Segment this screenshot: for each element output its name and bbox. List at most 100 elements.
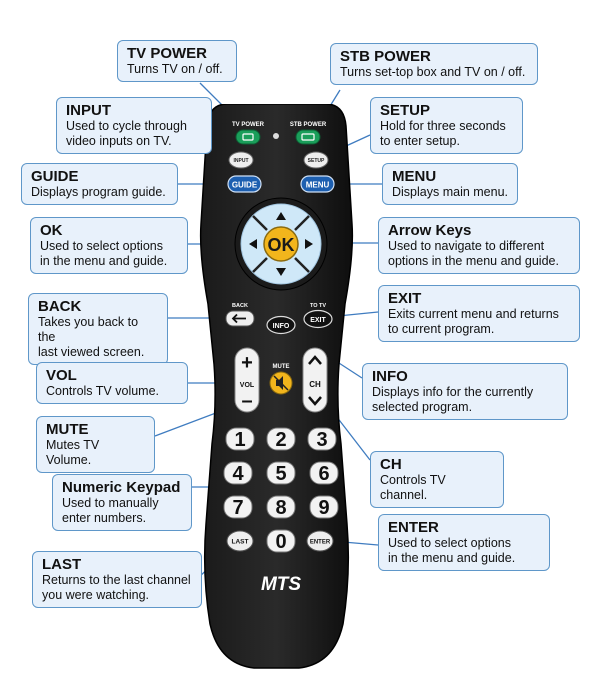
callout-ok: OK Used to select options in the menu an… xyxy=(30,217,188,274)
callout-desc: in the menu and guide. xyxy=(40,254,168,268)
callout-desc: Used to select options xyxy=(40,239,163,253)
callout-exit: EXIT Exits current menu and returns to c… xyxy=(378,285,580,342)
callout-back: BACK Takes you back to the last viewed s… xyxy=(28,293,168,365)
callout-last: LAST Returns to the last channel you wer… xyxy=(32,551,202,608)
digit-9-button[interactable] xyxy=(309,495,339,519)
callout-title: SETUP xyxy=(380,102,431,119)
setup-button[interactable] xyxy=(303,151,329,169)
digit-6-button[interactable] xyxy=(309,461,339,485)
setup-button-label: SETUP xyxy=(308,158,325,164)
callout-desc: Turns TV on / off. xyxy=(127,62,223,76)
callout-title: OK xyxy=(40,222,63,239)
digit-0-label: 0 xyxy=(275,531,286,553)
arrow-up-icon[interactable] xyxy=(276,212,286,220)
callout-desc: in the menu and guide. xyxy=(388,551,516,565)
callout-desc: Used to navigate to different xyxy=(388,239,545,253)
remote-control: TV POWER STB POWER INPUT SETUP GUIDE MEN… xyxy=(199,104,354,669)
callout-info: INFO Displays info for the currently sel… xyxy=(362,363,568,420)
callout-title: GUIDE xyxy=(31,168,79,185)
callout-title: VOL xyxy=(46,367,77,384)
callout-title: INFO xyxy=(372,368,408,385)
callout-desc: Displays main menu. xyxy=(392,185,509,199)
callout-desc: Used to manually xyxy=(62,496,159,510)
callout-enter: ENTER Used to select options in the menu… xyxy=(378,514,550,571)
callout-desc: Displays program guide. xyxy=(31,185,166,199)
callout-desc: Exits current menu and returns xyxy=(388,307,559,321)
back-arrow-icon xyxy=(231,313,246,324)
callout-title: BACK xyxy=(38,298,82,315)
digit-3-label: 3 xyxy=(316,429,327,451)
digit-0-button[interactable] xyxy=(266,529,296,553)
digit-8-button[interactable] xyxy=(266,495,296,519)
tv-icon xyxy=(242,133,254,141)
vol-label: VOL xyxy=(240,382,255,389)
volume-up-icon[interactable]: + xyxy=(241,352,253,374)
tv-power-label: TV POWER xyxy=(232,122,265,128)
callout-vol: VOL Controls TV volume. xyxy=(36,362,188,404)
exit-button[interactable] xyxy=(303,309,333,329)
callout-desc: you were watching. xyxy=(42,588,150,602)
callout-title: Arrow Keys xyxy=(388,222,472,239)
ok-button[interactable] xyxy=(263,226,299,262)
callout-title: Numeric Keypad xyxy=(62,479,181,496)
channel-down-icon[interactable] xyxy=(308,396,322,406)
callout-title: MUTE xyxy=(46,421,89,438)
callout-desc: Used to cycle through xyxy=(66,119,187,133)
volume-down-icon[interactable]: – xyxy=(241,390,252,412)
ch-label: CH xyxy=(309,380,321,389)
digit-3-button[interactable] xyxy=(307,427,337,451)
callout-desc: Controls TV channel. xyxy=(380,473,446,502)
callout-desc: selected program. xyxy=(372,400,473,414)
input-button[interactable] xyxy=(228,151,254,169)
back-label: BACK xyxy=(232,303,248,309)
ok-button-label: OK xyxy=(268,235,295,255)
arrow-down-icon[interactable] xyxy=(276,268,286,276)
volume-rocker[interactable] xyxy=(234,347,260,413)
enter-button[interactable] xyxy=(306,530,334,552)
indicator-led xyxy=(273,133,279,139)
callout-desc: Hold for three seconds xyxy=(380,119,506,133)
digit-1-button[interactable] xyxy=(225,427,255,451)
callout-desc: Takes you back to the xyxy=(38,315,139,344)
last-button[interactable] xyxy=(226,530,254,552)
digit-6-label: 6 xyxy=(318,463,329,485)
numeric-keypad: 1 2 3 4 5 6 7 8 9 LAST 0 ENTER xyxy=(223,427,339,553)
callout-desc: options in the menu and guide. xyxy=(388,254,559,268)
tv-power-button[interactable] xyxy=(235,129,261,145)
callout-desc: Used to select options xyxy=(388,536,511,550)
callout-title: ENTER xyxy=(388,519,439,536)
digit-5-label: 5 xyxy=(275,463,286,485)
digit-9-label: 9 xyxy=(318,497,329,519)
enter-button-label: ENTER xyxy=(310,540,331,546)
callout-title: CH xyxy=(380,456,402,473)
stb-power-button[interactable] xyxy=(295,129,321,145)
callout-menu: MENU Displays main menu. xyxy=(382,163,518,205)
mute-label: MUTE xyxy=(273,364,290,370)
callout-title: LAST xyxy=(42,556,82,573)
menu-button[interactable] xyxy=(300,175,335,193)
digit-8-label: 8 xyxy=(275,497,286,519)
menu-button-label: MENU xyxy=(306,181,330,190)
guide-button[interactable] xyxy=(227,175,262,193)
callout-desc: Returns to the last channel xyxy=(42,573,191,587)
set-top-box-icon xyxy=(301,133,315,141)
info-button[interactable] xyxy=(266,315,296,335)
input-button-label: INPUT xyxy=(234,158,249,164)
callout-desc: Displays info for the currently xyxy=(372,385,534,399)
mute-speaker-icon xyxy=(276,376,283,390)
channel-up-icon[interactable] xyxy=(308,355,322,365)
digit-2-button[interactable] xyxy=(266,427,296,451)
callout-title: EXIT xyxy=(388,290,422,307)
callout-tv-power: TV POWER Turns TV on / off. xyxy=(117,40,237,82)
digit-4-button[interactable] xyxy=(223,461,253,485)
arrow-right-icon[interactable] xyxy=(305,239,313,249)
brand-logo: MTS xyxy=(261,574,301,595)
digit-4-label: 4 xyxy=(232,463,244,485)
arrow-left-icon[interactable] xyxy=(249,239,257,249)
callout-desc: Turns set-top box and TV on / off. xyxy=(340,65,526,79)
digit-7-button[interactable] xyxy=(223,495,253,519)
callout-title: INPUT xyxy=(66,102,111,119)
digit-5-button[interactable] xyxy=(266,461,296,485)
digit-1-label: 1 xyxy=(234,429,245,451)
callout-guide: GUIDE Displays program guide. xyxy=(21,163,178,205)
